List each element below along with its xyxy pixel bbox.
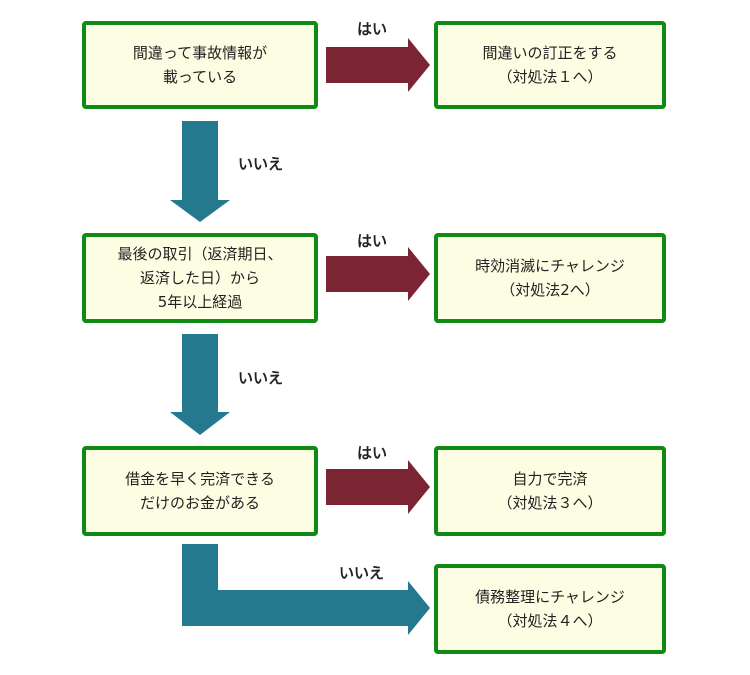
- question-text-2: 最後の取引（返済期日、 返済した日）から 5年以上経過: [117, 245, 283, 311]
- outcome-box-1: 間違いの訂正をする （対処法１へ）: [434, 21, 666, 109]
- no-arrow-3: [182, 544, 430, 635]
- outcome-text-1: 間違いの訂正をする （対処法１へ）: [482, 44, 618, 86]
- outcome-text-4: 債務整理にチャレンジ （対処法４へ）: [475, 588, 625, 630]
- question-box-2: 最後の取引（返済期日、 返済した日）から 5年以上経過: [82, 233, 318, 323]
- question-text-1: 間違って事故情報が 載っている: [132, 44, 268, 86]
- outcome-text-3: 自力で完済 （対処法３へ）: [497, 470, 603, 512]
- question-text-3: 借金を早く完済できる だけのお金がある: [125, 470, 275, 512]
- yes-label-3: はい: [357, 444, 388, 462]
- no-label-1: いいえ: [238, 155, 284, 173]
- yes-arrow-1: [326, 38, 430, 92]
- yes-arrow-3: [326, 460, 430, 514]
- outcome-box-3: 自力で完済 （対処法３へ）: [434, 446, 666, 536]
- no-label-2: いいえ: [238, 369, 284, 387]
- question-box-1: 間違って事故情報が 載っている: [82, 21, 318, 109]
- no-arrow-2: [170, 334, 230, 435]
- outcome-box-4: 債務整理にチャレンジ （対処法４へ）: [434, 564, 666, 654]
- yes-label-1: はい: [357, 20, 388, 38]
- yes-label-2: はい: [357, 232, 388, 250]
- yes-arrow-2: [326, 247, 430, 301]
- no-arrow-1: [170, 121, 230, 222]
- outcome-box-2: 時効消滅にチャレンジ （対処法2へ）: [434, 233, 666, 323]
- question-box-3: 借金を早く完済できる だけのお金がある: [82, 446, 318, 536]
- outcome-text-2: 時効消滅にチャレンジ （対処法2へ）: [475, 257, 625, 299]
- no-label-3: いいえ: [339, 564, 385, 582]
